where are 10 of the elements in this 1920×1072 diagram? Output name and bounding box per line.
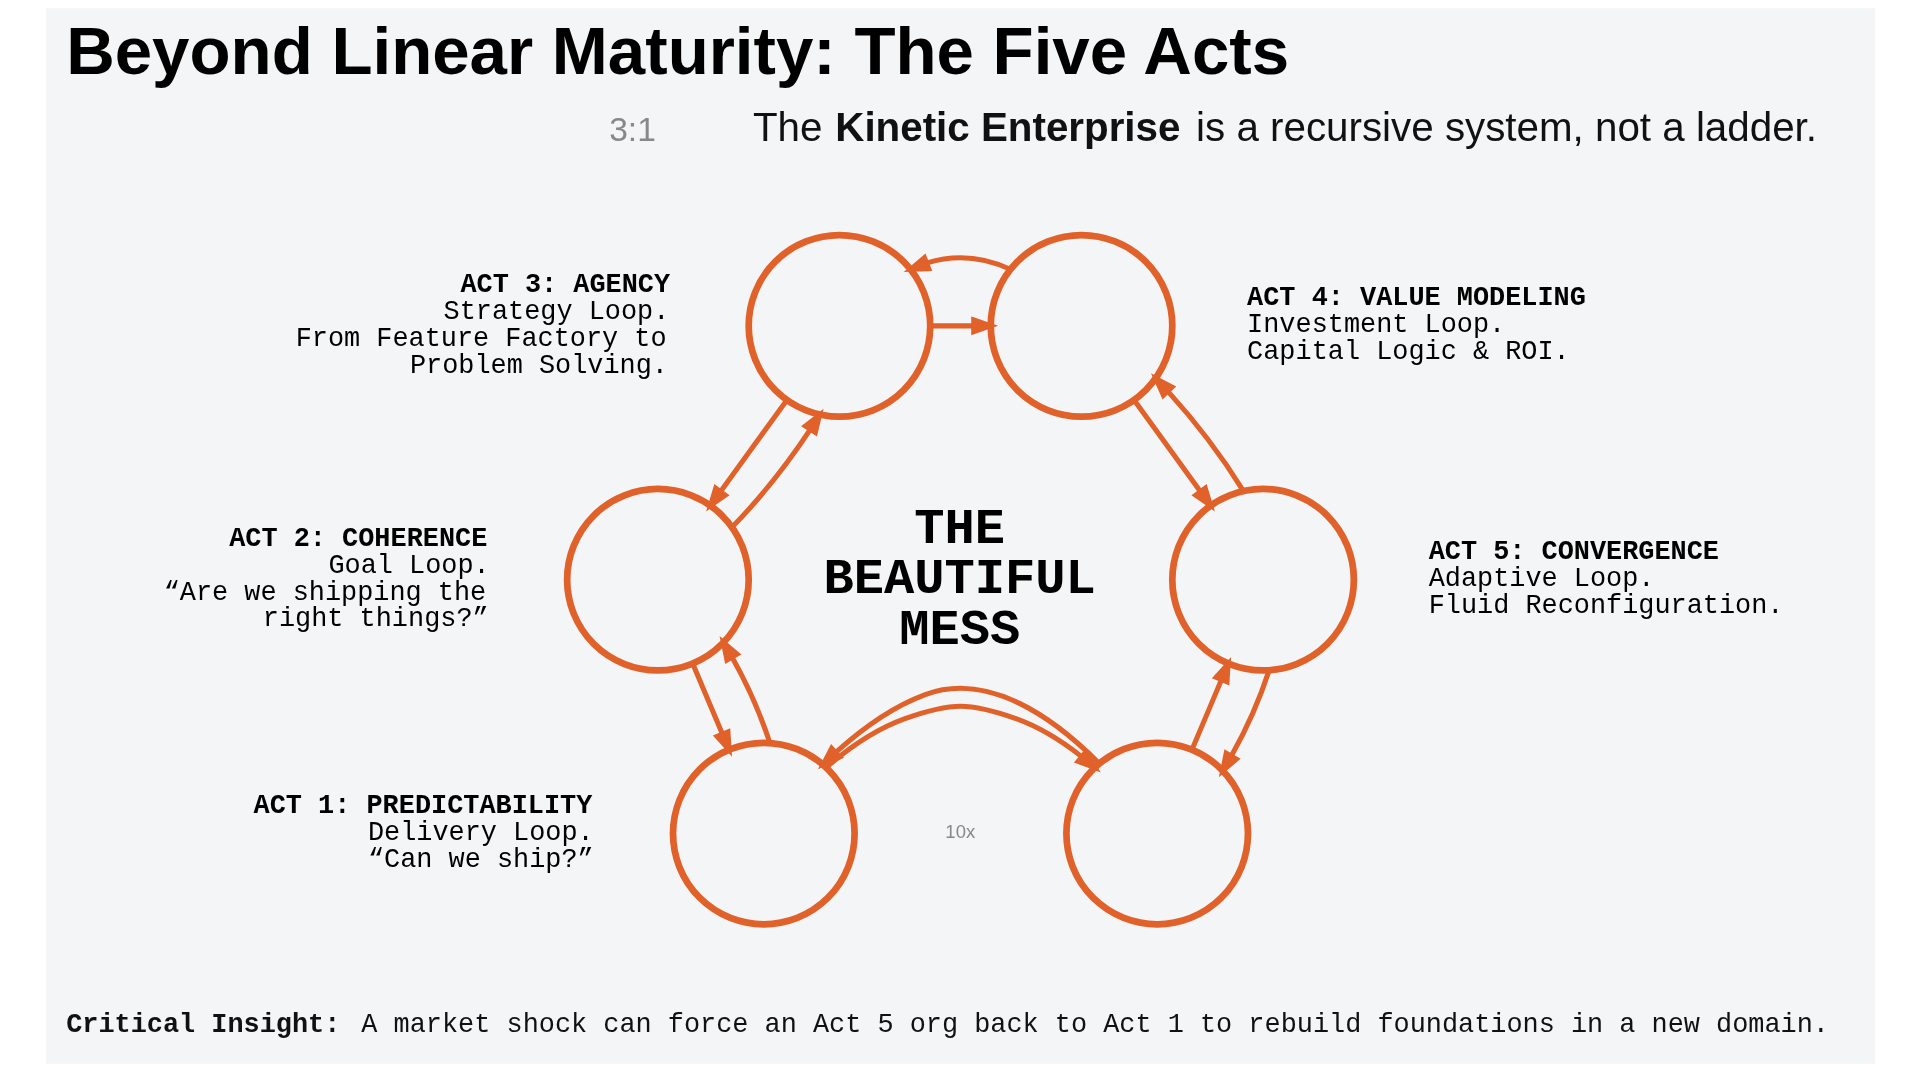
label: The Kinetic Enterprise is a recursive system, not a ladder. (752, 104, 1817, 151)
label: 3:1 (608, 110, 656, 148)
node-label: Delivery Loop. (367, 817, 594, 848)
node-label: ACT 4: VALUE MODELING (1246, 283, 1586, 314)
label: 10x (944, 821, 975, 843)
diagram-title: Beyond Linear Maturity: The Five Acts (65, 12, 1289, 88)
label: Critical Insight: A market shock can force an Act 5 org back to Act 1 to rebuild foundations in a new domain. (65, 1009, 1829, 1040)
node-label: Capital Logic & ROI. (1246, 337, 1570, 368)
node-text: THE BEAUTIFUL MESS (822, 500, 1096, 659)
node-label: Fluid Reconfiguration. (1428, 590, 1783, 621)
